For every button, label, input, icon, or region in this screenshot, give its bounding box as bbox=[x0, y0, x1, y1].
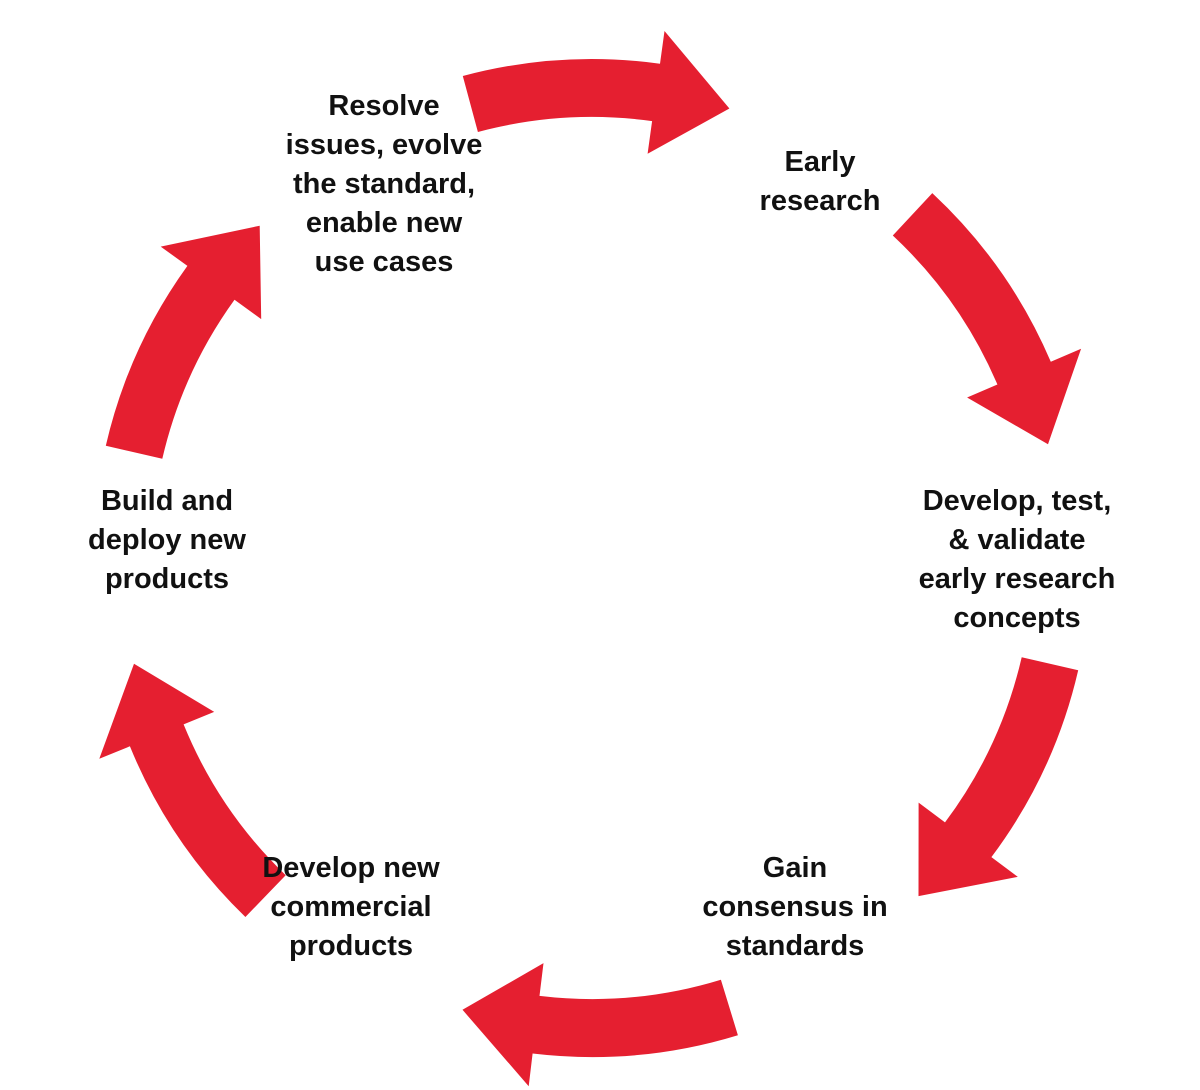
label-line: standards bbox=[725, 930, 865, 962]
label-line: enable new bbox=[305, 207, 463, 239]
label-line: Build and bbox=[100, 485, 234, 517]
label-line: Gain bbox=[762, 852, 828, 884]
label-line: the standard, bbox=[292, 168, 476, 200]
label-line: issues, evolve bbox=[285, 129, 483, 161]
stage-label-build-deploy: Build and deploy new products bbox=[88, 482, 246, 599]
arrow-to-develop-commercial bbox=[462, 963, 738, 1087]
label-line: consensus in bbox=[702, 891, 888, 923]
label-line: Develop, test, bbox=[922, 485, 1112, 517]
stage-label-develop-commercial: Develop new commercial products bbox=[262, 849, 439, 966]
label-line: research bbox=[759, 185, 881, 217]
stage-label-early-research: Early research bbox=[760, 143, 881, 221]
label-line: products bbox=[288, 930, 414, 962]
label-line: use cases bbox=[314, 246, 454, 278]
label-line: deploy new bbox=[88, 524, 246, 556]
stage-label-develop-test-validate: Develop, test, & validate early research… bbox=[919, 482, 1116, 638]
arrow-to-build-deploy bbox=[99, 663, 286, 917]
label-line: Resolve bbox=[328, 90, 440, 122]
arrow-to-gain-consensus bbox=[918, 657, 1079, 897]
label-line: Develop new bbox=[262, 852, 440, 884]
arrows-group bbox=[99, 31, 1082, 1087]
arrow-to-early-research bbox=[462, 31, 730, 154]
arrow-to-develop-test-validate bbox=[892, 193, 1082, 445]
label-line: & validate bbox=[948, 524, 1086, 556]
stage-label-gain-consensus: Gain consensus in standards bbox=[702, 849, 887, 966]
label-line: commercial bbox=[270, 891, 432, 923]
arrow-to-resolve-issues bbox=[105, 225, 262, 459]
label-line: concepts bbox=[953, 602, 1081, 634]
label-line: early research bbox=[918, 563, 1116, 595]
stage-label-resolve-issues: Resolve issues, evolve the standard, ena… bbox=[286, 87, 483, 282]
label-line: Early bbox=[784, 146, 856, 178]
label-line: products bbox=[104, 563, 230, 595]
